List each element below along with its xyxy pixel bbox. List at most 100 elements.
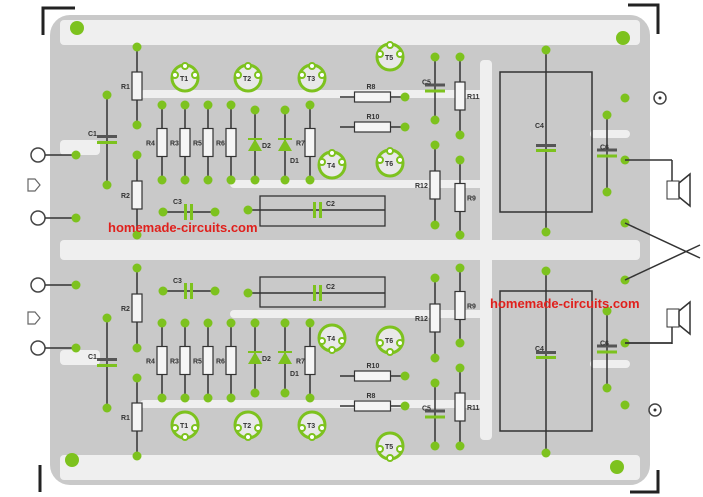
pad [305,318,315,328]
capacitor-plate [536,351,556,354]
capacitor-C2 [259,276,386,308]
pad [400,122,410,132]
trace [624,222,701,259]
pad [132,42,142,52]
pad [203,393,213,403]
pad [180,318,190,328]
transistor-lead [376,339,384,347]
transistor-T5 [375,41,405,72]
capacitor-plate [425,415,445,419]
resistor-R2 [131,180,143,210]
label-R2: R2 [121,306,130,313]
pad [541,448,551,458]
resistor-R11 [454,392,466,422]
pad [400,371,410,381]
pad [102,180,112,190]
isolation-track [590,130,630,138]
watermark-top: homemade-circuits.com [108,220,258,235]
mounting-hole-icon [610,460,624,474]
label-R10: R10 [367,363,380,370]
transistor-lead [386,147,394,155]
diode-D1 [278,352,292,364]
pad [250,318,260,328]
label-D2: D2 [262,143,271,150]
label-R3: R3 [170,141,179,148]
label-T5: T5 [385,55,393,62]
pad [132,230,142,240]
pad [280,175,290,185]
resistor-R9 [454,290,466,321]
label-R6: R6 [216,141,225,148]
transistor-T3 [297,62,327,93]
label-R12: R12 [415,316,428,323]
label-T2: T2 [243,423,251,430]
transistor-lead [396,445,404,453]
capacitor-plate [597,344,617,348]
capacitor-plate [97,364,117,367]
transistor-lead [191,424,199,432]
capacitor-plate [97,358,117,361]
transistor-lead [234,71,242,79]
input-arrow-icon [27,178,41,192]
mounting-hole-icon [70,21,84,35]
speaker-cone [678,172,691,208]
diode-D1 [278,139,292,151]
capacitor-plate [597,148,617,152]
transistor-lead [318,424,326,432]
transistor-lead [254,71,262,79]
label-R1: R1 [121,84,130,91]
pad [620,400,630,410]
pad [541,45,551,55]
resistor-R4 [156,127,168,158]
pad [280,105,290,115]
capacitor-plate [597,350,617,354]
pad [243,288,253,298]
transistor-lead [328,346,336,354]
speaker-icon [666,180,680,200]
transistor-T4 [317,323,347,354]
isolation-track [480,60,492,440]
pad [71,150,81,160]
label-C4: C4 [535,123,544,130]
input-terminal [30,340,46,356]
label-C1: C1 [88,131,97,138]
resistor-R12 [429,303,441,333]
resistor-R6 [225,127,237,158]
transistor-lead [338,337,346,345]
isolation-track [60,140,100,155]
resistor-R7 [304,127,316,158]
input-terminal [30,210,46,226]
pad [430,220,440,230]
pad [226,100,236,110]
resistor-R8 [353,91,392,103]
capacitor-plate [536,149,556,152]
pad [226,175,236,185]
pad [226,318,236,328]
transistor-T5 [375,431,405,462]
label-C6: C6 [600,145,609,152]
transistor-T1 [170,62,200,93]
pad [430,353,440,363]
isolation-track [60,20,640,45]
mounting-hole-icon [616,31,630,45]
capacitor-plate [97,135,117,138]
label-R8: R8 [367,84,376,91]
resistor-R9 [454,182,466,213]
pad [280,318,290,328]
label-R9: R9 [467,196,476,203]
label-R10: R10 [367,114,380,121]
resistor-R8 [353,400,392,412]
label-R5: R5 [193,359,202,366]
transistor-lead [338,158,346,166]
transistor-lead [318,158,326,166]
capacitor-plate [313,202,316,218]
corner-mark [41,6,75,35]
transistor-lead [386,41,394,49]
label-T1: T1 [180,423,188,430]
transistor-lead [181,62,189,70]
transistor-T3 [297,410,327,441]
label-C2: C2 [326,284,335,291]
pad [305,175,315,185]
pad [180,393,190,403]
